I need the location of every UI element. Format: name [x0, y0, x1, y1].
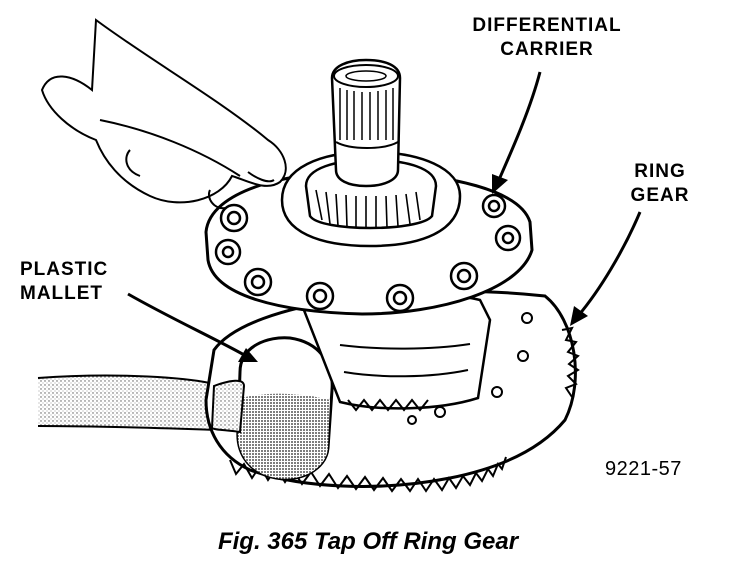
plastic-mallet-arrowhead	[238, 348, 258, 362]
splined-shaft	[330, 58, 402, 188]
differential-carrier-arrowhead	[492, 174, 508, 194]
ring-gear-bolt-holes	[407, 312, 533, 425]
plastic-mallet	[210, 336, 334, 481]
ring-gear-arrowhead	[570, 306, 588, 326]
hand	[40, 18, 287, 210]
ring-gear-label-line-2: GEAR	[630, 185, 690, 206]
plastic-mallet-label-line-2: MALLET	[20, 283, 104, 304]
plastic-mallet-leader	[127, 292, 247, 358]
carrier-flange-bolt-holes	[214, 193, 522, 313]
ring-gear-leader	[576, 211, 642, 317]
differential-carrier-label-line-2: CARRIER	[500, 39, 594, 60]
differential-carrier-leader	[496, 71, 542, 183]
leader-lines	[127, 71, 642, 362]
figure-caption: Fig. 365 Tap Off Ring Gear	[217, 528, 519, 555]
ring-gear-label: RING GEAR	[612, 160, 708, 208]
differential-carrier-label-line-1: DIFFERENTIAL	[472, 15, 622, 36]
differential-carrier-label: DIFFERENTIAL CARRIER	[462, 14, 632, 62]
figure-code: 9221-57	[605, 458, 682, 480]
lower-arm	[37, 374, 218, 432]
plastic-mallet-label: PLASTIC MALLET	[20, 258, 140, 306]
ring-gear-label-line-1: RING	[634, 161, 686, 182]
plastic-mallet-label-line-1: PLASTIC	[20, 259, 109, 280]
